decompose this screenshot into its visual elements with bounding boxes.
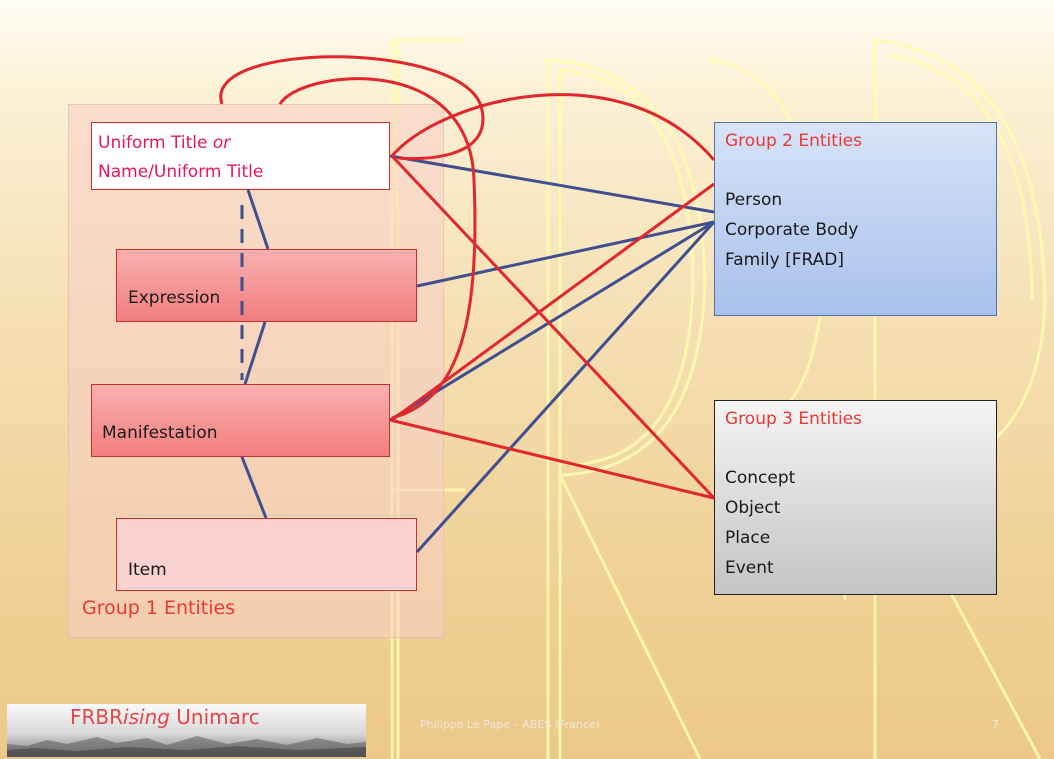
footer-author: Philippe Le Pape – ABES (France) xyxy=(420,718,600,731)
uniform-title-text: Uniform Title xyxy=(98,133,208,153)
expression-box: Expression xyxy=(116,249,417,322)
arc-work-group2 xyxy=(390,93,716,161)
footer-title: FRBRising Unimarc xyxy=(70,705,260,729)
arc-inner-loop xyxy=(278,77,477,420)
link-work-group2 xyxy=(389,154,715,214)
link-work-group3 xyxy=(390,154,716,500)
group3-title: Group 3 Entities xyxy=(725,409,862,429)
group1-label: Group 1 Entities xyxy=(82,597,236,619)
group3-item: Concept xyxy=(725,468,796,488)
group2-item: Person xyxy=(725,190,783,210)
group3-box: Group 3 Entities Concept Object Place Ev… xyxy=(714,400,997,595)
link-manifestation-group3 xyxy=(389,418,715,500)
group2-item: Family [FRAD] xyxy=(725,250,844,270)
arc-outer-loop xyxy=(219,55,485,161)
link-expression-manifestation xyxy=(243,321,267,385)
manifestation-label: Manifestation xyxy=(102,423,218,443)
uniform-title-box: Uniform Title or Name/Uniform Title xyxy=(91,122,390,190)
group2-list: Person Corporate Body Family [FRAD] xyxy=(725,185,858,275)
skyline-image xyxy=(7,736,366,757)
link-expression-group2 xyxy=(416,220,715,288)
link-work-expression xyxy=(246,189,270,250)
name-uniform-title-text: Name/Uniform Title xyxy=(98,162,264,182)
item-box: Item xyxy=(116,518,417,591)
page-number: 7 xyxy=(992,718,999,731)
uniform-title-or: or xyxy=(212,133,231,153)
group3-item: Object xyxy=(725,498,781,518)
group2-box: Group 2 Entities Person Corporate Body F… xyxy=(714,122,997,316)
group3-list: Concept Object Place Event xyxy=(725,463,795,583)
group3-item: Place xyxy=(725,528,771,548)
link-item-group2 xyxy=(415,220,716,554)
group2-title: Group 2 Entities xyxy=(725,131,862,151)
link-manifestation-item xyxy=(240,456,268,519)
group2-item: Corporate Body xyxy=(725,220,859,240)
footer-banner-image xyxy=(7,704,366,757)
link-manifestation-group2-blue xyxy=(389,220,715,422)
link-manifestation-group2-red xyxy=(391,182,715,422)
group3-item: Event xyxy=(725,558,774,578)
manifestation-box: Manifestation xyxy=(91,384,390,457)
footer-title-suffix: Unimarc xyxy=(169,705,260,729)
footer-title-prefix: FRBR xyxy=(70,705,124,729)
item-label: Item xyxy=(128,560,167,580)
expression-label: Expression xyxy=(128,288,221,308)
footer-title-italic: ising xyxy=(123,705,170,729)
